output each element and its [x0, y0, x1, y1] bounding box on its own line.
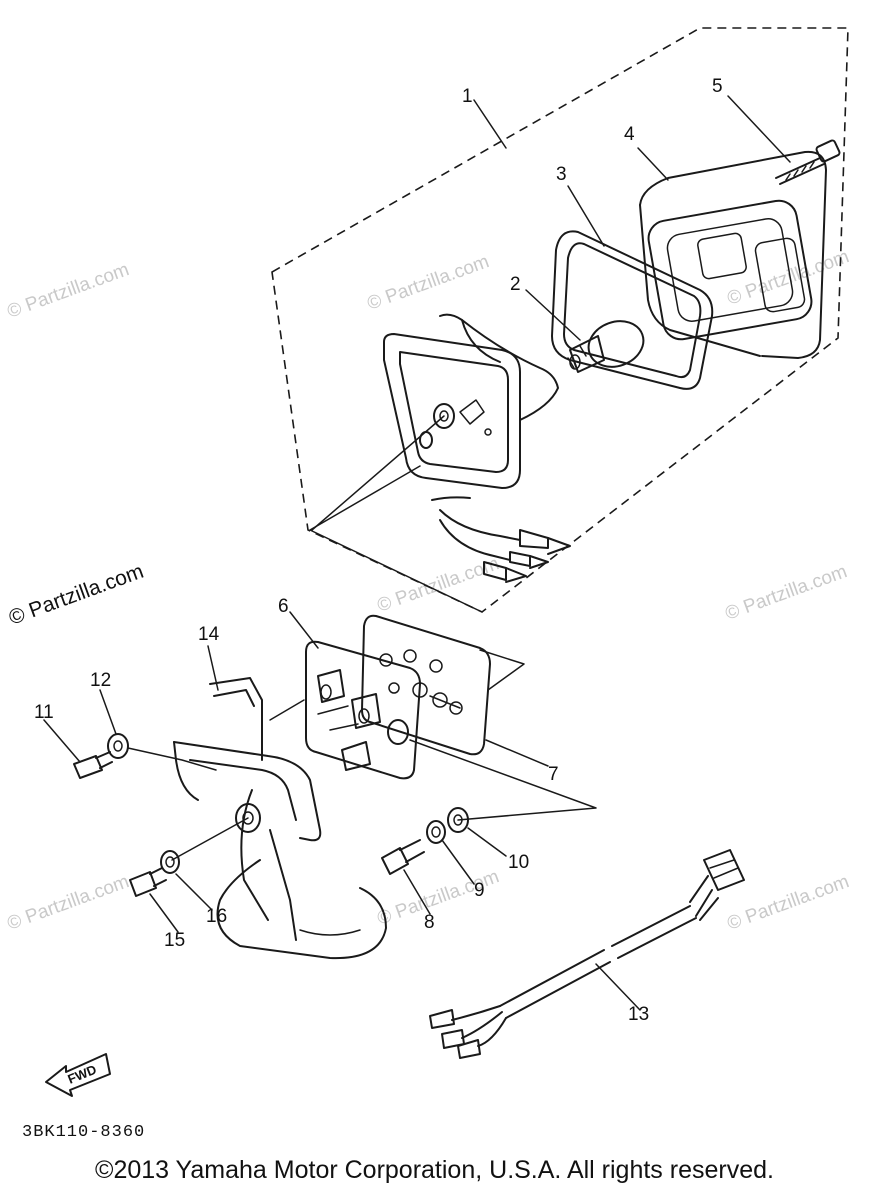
callout-2: 2	[510, 274, 521, 295]
callout-15: 15	[164, 930, 185, 951]
callout-7: 7	[548, 764, 559, 785]
callout-6: 6	[278, 596, 289, 617]
copyright-notice: ©2013 Yamaha Motor Corporation, U.S.A. A…	[95, 1156, 774, 1184]
lamp-wires	[431, 496, 571, 583]
taillight-assembly-outline	[271, 27, 849, 613]
callout-4: 4	[624, 124, 635, 145]
callout-13: 13	[628, 1004, 649, 1025]
watermark-text: © Partzilla.com	[723, 561, 850, 625]
lead-wire	[429, 849, 745, 1059]
callout-9: 9	[474, 880, 485, 901]
fwd-arrow-icon: FWD	[45, 1053, 111, 1097]
callout-8: 8	[424, 912, 435, 933]
lamp-housing	[383, 313, 559, 489]
callout-10: 10	[508, 852, 529, 873]
watermark-group: © Partzilla.com © Partzilla.com © Partzi…	[5, 246, 852, 935]
washer-16	[160, 850, 180, 874]
bolt-15	[129, 867, 167, 897]
bulb	[567, 320, 645, 373]
watermark-text: © Partzilla.com	[365, 251, 492, 315]
washer-9	[426, 820, 446, 844]
gasket	[551, 230, 714, 390]
callout-12: 12	[90, 670, 111, 691]
callout-1: 1	[462, 86, 473, 107]
fwd-label: FWD	[66, 1062, 99, 1087]
bolt-8	[381, 839, 425, 875]
callout-numbers: 1 2 3 4 5 6 7 8 9 10 11 12 13 14 15 16	[34, 76, 723, 1025]
bolt-11	[73, 751, 113, 779]
callout-leaders	[43, 95, 791, 1011]
callout-5: 5	[712, 76, 723, 97]
watermark-text: © Partzilla.com	[5, 871, 132, 935]
watermark-text: © Partzilla.com	[375, 553, 502, 617]
diagram-code: 3BK110-8360	[22, 1123, 145, 1142]
callout-11: 11	[34, 702, 54, 723]
callout-16: 16	[206, 906, 227, 927]
screw	[775, 139, 841, 185]
mount-housing	[173, 677, 387, 960]
washer-12	[107, 733, 129, 759]
reference-lines	[127, 415, 597, 861]
lens	[639, 150, 827, 359]
watermark-text: © Partzilla.com	[5, 259, 132, 323]
watermark-text-dark: © Partzilla.com	[6, 560, 147, 630]
mounting-plate	[361, 614, 491, 756]
callout-3: 3	[556, 164, 567, 185]
callout-14: 14	[198, 624, 220, 645]
